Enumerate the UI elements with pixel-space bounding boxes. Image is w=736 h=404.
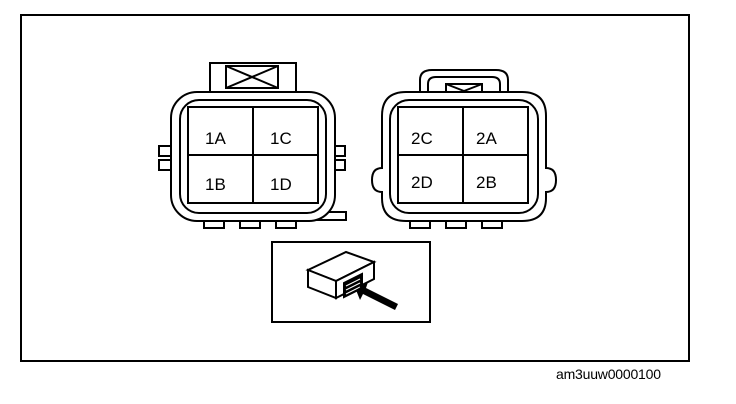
right-pin-2a: 2A: [476, 129, 497, 148]
left-connector: [158, 62, 347, 229]
left-bottom-flange: [300, 211, 347, 221]
inset-face-line-3: [345, 286, 361, 295]
view-arrow: [356, 282, 398, 310]
view-direction-inset: [271, 241, 431, 323]
left-latch-left-upper: [158, 145, 172, 157]
left-pin-1c: 1C: [270, 129, 292, 148]
inset-face-line-1: [345, 278, 361, 287]
right-connector: [370, 69, 558, 229]
left-pin-1a: 1A: [205, 129, 226, 148]
right-pin-2c: 2C: [411, 129, 433, 148]
right-pin-2b: 2B: [476, 173, 497, 192]
left-lock-cross-b: [225, 65, 279, 89]
left-pin-1b: 1B: [205, 175, 226, 194]
right-pin-2d: 2D: [411, 173, 433, 192]
left-lock-tab-inner: [225, 65, 279, 89]
left-housing-inner: [179, 99, 327, 214]
left-latch-left-lower: [158, 159, 172, 171]
left-pin-1d: 1D: [270, 175, 292, 194]
figure-id-label: am3uuw0000100: [556, 366, 661, 382]
right-housing-inner: [389, 99, 539, 214]
inset-face-line-2: [345, 282, 361, 291]
right-lock-arch-inner: [427, 76, 501, 96]
